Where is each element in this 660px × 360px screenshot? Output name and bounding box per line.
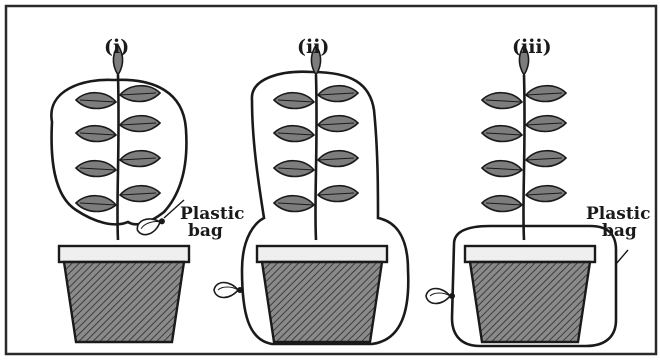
plant-i xyxy=(76,45,160,240)
panel-label-ii: (ii) xyxy=(297,36,329,58)
pot-iii xyxy=(465,246,595,342)
bag-label-i: Plastic bag xyxy=(180,206,245,240)
panel-label-i: (i) xyxy=(104,36,129,58)
panel-ii xyxy=(214,45,408,344)
pot-ii xyxy=(257,246,387,342)
bag-label-iii: Plastic bag xyxy=(586,206,651,240)
callout-line-iii xyxy=(616,250,628,264)
tie-ii xyxy=(214,283,243,298)
tie-i xyxy=(135,213,167,237)
bag-label-i-line2: bag xyxy=(180,223,245,240)
plant-ii xyxy=(274,45,358,240)
panel-i xyxy=(51,45,189,342)
pot-i xyxy=(59,246,189,342)
tie-iii xyxy=(426,289,455,304)
plant-iii xyxy=(482,45,566,240)
bag-label-iii-line2: bag xyxy=(586,223,651,240)
panel-label-iii: (iii) xyxy=(512,36,552,58)
panel-iii xyxy=(426,45,628,346)
